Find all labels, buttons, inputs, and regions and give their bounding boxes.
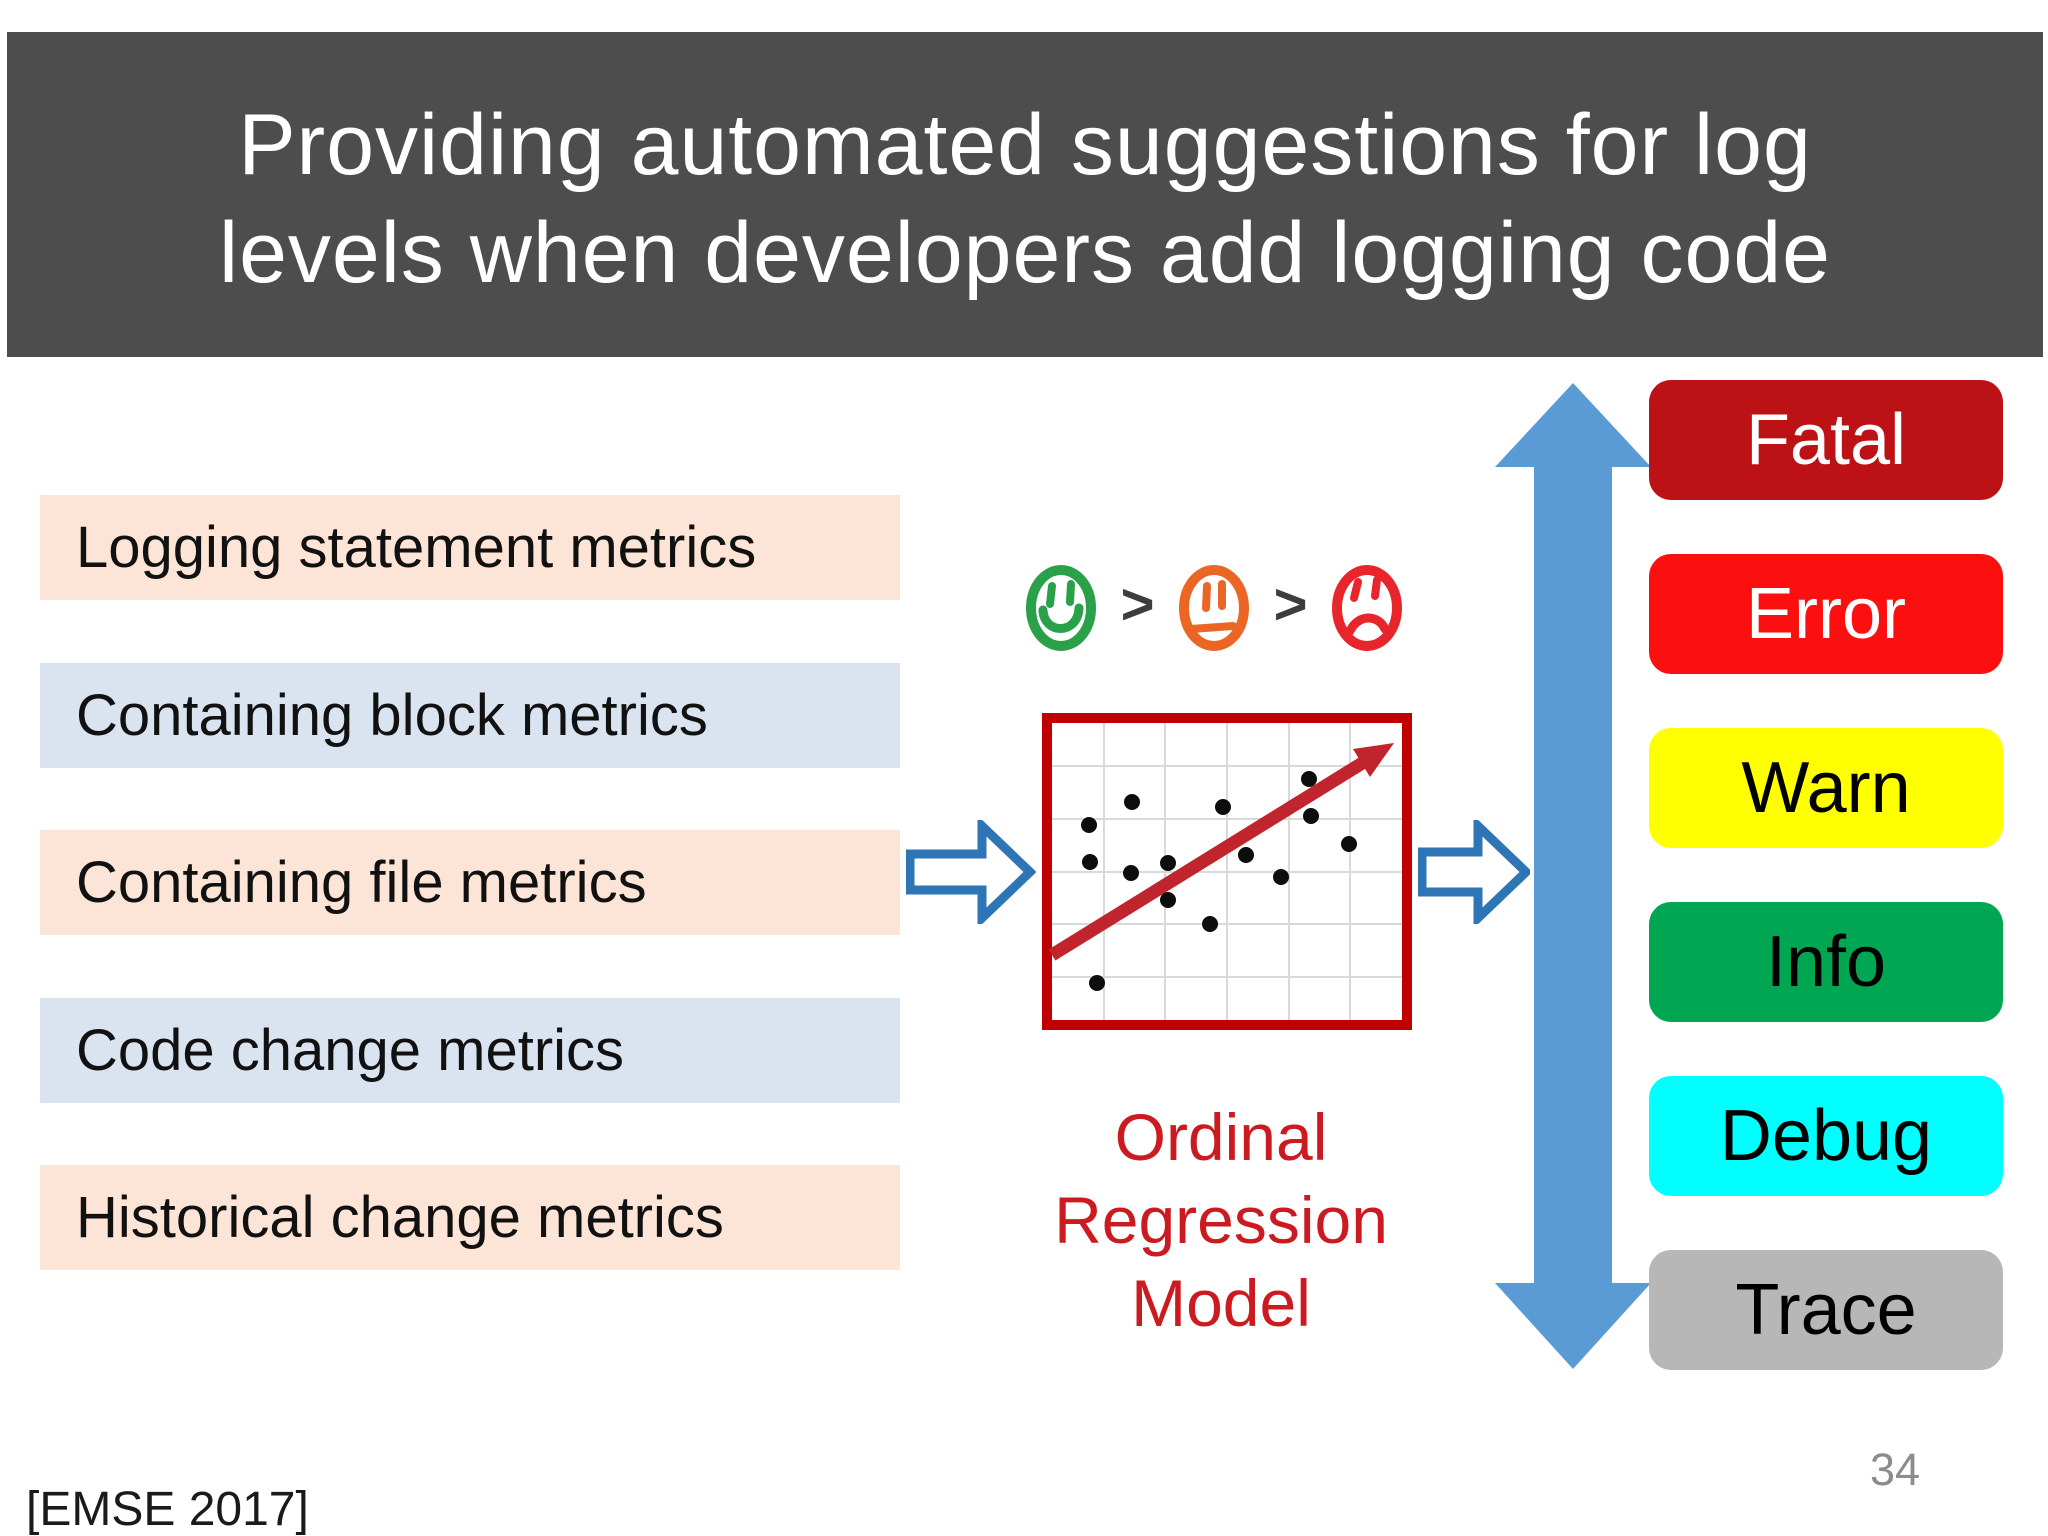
log-level-label: Error [1746,574,1906,654]
scatter-dot [1160,892,1176,908]
sentiment-order-row: > > [1024,560,1404,656]
input-arrow-icon [906,820,1036,924]
log-level-label: Trace [1735,1270,1917,1350]
metric-label: Code change metrics [76,1018,625,1083]
scatter-dot [1341,836,1357,852]
model-label: Ordinal Regression Model [1021,1096,1421,1345]
scatter-dot [1202,916,1218,932]
metric-label: Historical change metrics [76,1185,724,1250]
metric-box-containing-file: Containing file metrics [40,830,900,935]
neutral-face-icon [1179,565,1249,651]
scatter-dot [1081,817,1097,833]
log-level-badge-error: Error [1649,554,2003,674]
metric-box-code-change: Code change metrics [40,998,900,1103]
metric-box-logging-statement: Logging statement metrics [40,495,900,600]
metric-label: Containing block metrics [76,683,708,748]
log-level-label: Fatal [1745,400,1907,480]
happy-face-icon [1026,565,1096,651]
scatter-dot [1303,808,1319,824]
citation: [EMSE 2017] [26,1483,309,1536]
log-level-badge-info: Info [1649,902,2003,1022]
greater-than-symbol: > [1120,572,1155,637]
severity-axis-arrow-icon [1495,383,1651,1369]
slide-title-line-2: levels when developers add logging code [219,204,1831,301]
scatter-dots [1081,771,1357,991]
metric-box-containing-block: Containing block metrics [40,663,900,768]
scatter-dot [1215,799,1231,815]
scatter-dot [1301,771,1317,787]
log-level-label: Debug [1719,1096,1933,1176]
log-level-label: Info [1765,922,1887,1002]
scatter-dot [1082,854,1098,870]
title-bar: Providing automated suggestions for log … [7,32,2043,357]
log-level-badge-debug: Debug [1649,1076,2003,1196]
scatter-dot [1089,975,1105,991]
scatter-dot [1273,869,1289,885]
log-level-label: Warn [1741,748,1911,828]
output-arrow-icon [1418,820,1530,924]
greater-than-symbol: > [1273,572,1308,637]
log-level-badge-warn: Warn [1649,728,2003,848]
sad-face-icon [1332,565,1402,651]
metric-label: Containing file metrics [76,850,647,915]
regression-arrowhead [1353,743,1394,777]
metric-box-historical-change: Historical change metrics [40,1165,900,1270]
regression-line [1048,756,1368,961]
model-label-line-1: Ordinal [1114,1100,1328,1174]
metric-label: Logging statement metrics [76,515,757,580]
page-number: 34 [1869,1444,1921,1495]
scatter-dot [1124,794,1140,810]
model-label-line-3: Model [1131,1266,1311,1340]
model-label-line-2: Regression [1054,1183,1388,1257]
scatter-dot [1123,865,1139,881]
ordinal-regression-scatter-plot [1042,713,1412,1030]
grid-lines [1052,723,1402,1020]
log-level-badge-trace: Trace [1649,1250,2003,1370]
slide-title-line-1: Providing automated suggestions for log [238,96,1812,193]
log-level-badge-fatal: Fatal [1649,380,2003,500]
scatter-dot [1160,855,1176,871]
scatter-dot [1238,847,1254,863]
